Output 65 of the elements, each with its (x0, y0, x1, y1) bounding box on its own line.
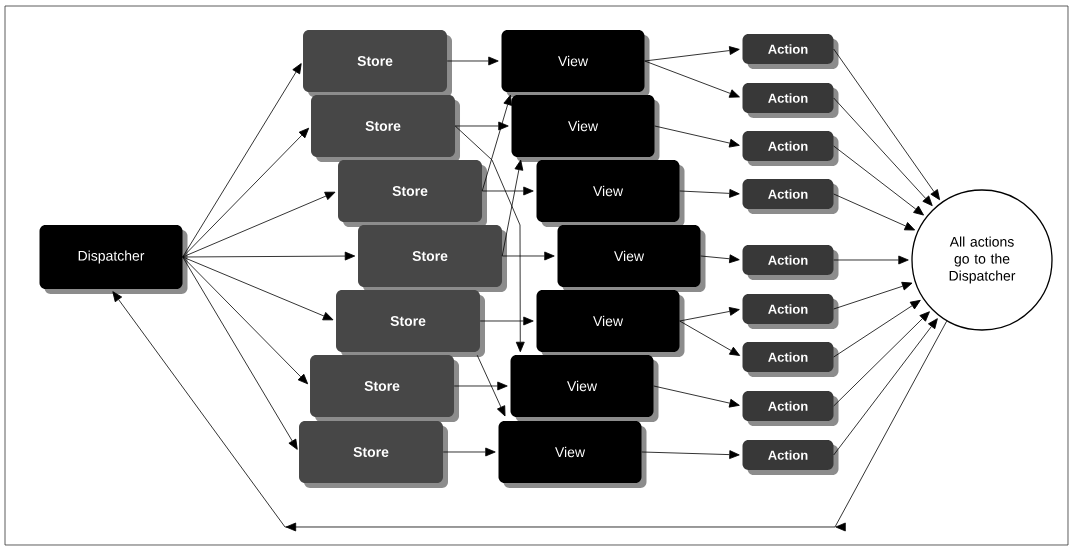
arrow (446, 56, 499, 66)
view-box: View (501, 30, 650, 97)
node-label: View (568, 120, 599, 132)
arrow (644, 46, 740, 62)
action-box: Action (742, 131, 839, 166)
arrow (654, 125, 740, 148)
action-box: Action (742, 391, 839, 426)
action-box: Action (742, 294, 839, 329)
store-box: Store (303, 30, 452, 97)
arrow (476, 354, 506, 417)
arrow (833, 281, 913, 310)
store-box: Store (299, 421, 448, 488)
arrow (833, 311, 930, 407)
arrow (182, 251, 356, 261)
store-box: Store (358, 225, 507, 292)
arrow (700, 254, 740, 264)
store-box: Store (338, 160, 487, 227)
view-box: View (536, 290, 685, 357)
arrow (182, 191, 336, 258)
arrow (679, 320, 741, 356)
arrow (653, 385, 740, 408)
arrow (182, 256, 334, 321)
arrow (454, 125, 525, 353)
arrow (833, 48, 940, 201)
view-box: View (498, 421, 647, 488)
store-box: Store (311, 95, 460, 162)
node-label: Store (390, 316, 426, 326)
action-box: Action (742, 245, 839, 280)
view-box: View (511, 95, 660, 162)
action-box: Action (742, 34, 839, 69)
arrow (453, 381, 508, 391)
arrow (501, 251, 555, 261)
arrow (679, 189, 740, 198)
arrow (644, 60, 740, 98)
view-box: View (536, 160, 685, 227)
arrow (833, 97, 933, 207)
node-label: View (593, 315, 624, 327)
action-box: Action (742, 83, 839, 118)
arrow (442, 447, 496, 457)
arrow (479, 316, 534, 326)
arrow (833, 255, 909, 265)
arrow (833, 193, 916, 231)
circle-node: All actions go to the Dispatcher (911, 189, 1053, 331)
arrow (481, 94, 512, 192)
arrow (182, 256, 298, 450)
store-box: Store (336, 290, 485, 357)
action-box: Action (742, 179, 839, 214)
arrow (112, 291, 948, 532)
dispatcher-box: Dispatcher (39, 225, 188, 294)
arrow (833, 299, 921, 358)
view-box: View (510, 355, 659, 422)
arrow (833, 318, 938, 456)
arrow (679, 307, 740, 322)
arrow (833, 145, 924, 216)
action-box: Action (742, 342, 839, 377)
arrow (454, 121, 509, 131)
store-box: Store (310, 355, 459, 422)
view-box: View (557, 225, 706, 292)
arrow (641, 450, 740, 459)
arrow (182, 256, 309, 385)
arrow (481, 186, 534, 196)
arrow (182, 127, 310, 258)
action-box: Action (742, 440, 839, 475)
arrow (182, 63, 302, 258)
arrow (501, 159, 524, 257)
